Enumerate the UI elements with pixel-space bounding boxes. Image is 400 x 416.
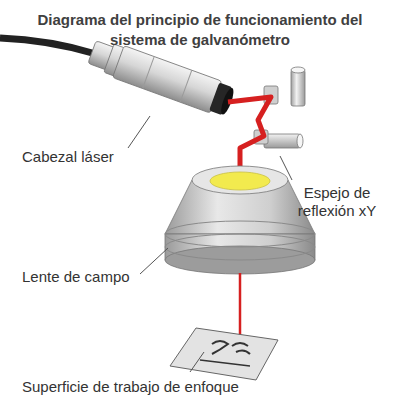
laser-cable bbox=[0, 38, 96, 54]
part-label: Superficie de trabajo de enfoque bbox=[22, 378, 322, 396]
diagram-title: Diagrama del principio de funcionamiento… bbox=[30, 10, 370, 50]
leader-lines bbox=[128, 116, 292, 372]
laser-beam bbox=[228, 97, 271, 172]
field-lens bbox=[165, 166, 315, 274]
work-surface bbox=[170, 328, 278, 380]
laser-head bbox=[86, 36, 237, 119]
part-label: Lente de campo bbox=[22, 268, 172, 286]
part-label: Espejo de reflexión xY bbox=[278, 184, 396, 220]
part-label: Cabezal láser bbox=[22, 148, 172, 166]
